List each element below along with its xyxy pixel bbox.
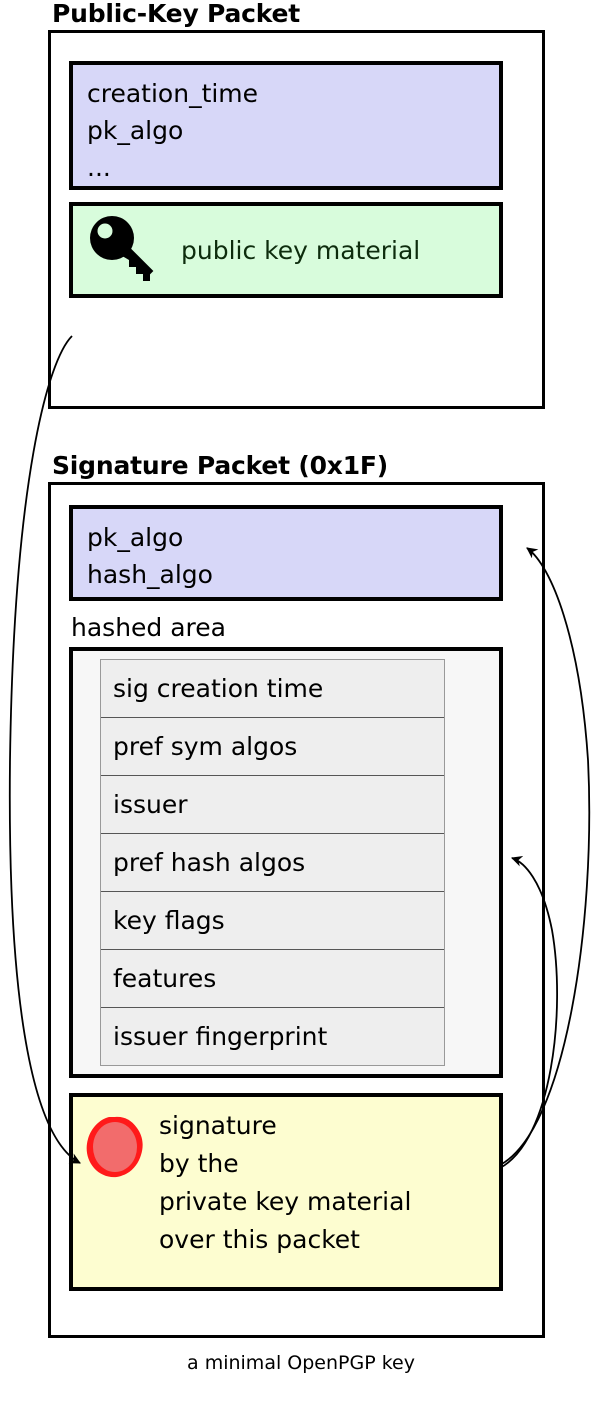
pk-field-creation-time: creation_time (87, 79, 259, 108)
wax-seal-icon (86, 1116, 143, 1178)
subpacket-row: features (101, 950, 444, 1008)
sig-field-pk-algo: pk_algo (87, 523, 184, 552)
pk-field-pk-algo: pk_algo (87, 116, 184, 145)
signature-value-block: signature by the private key material ov… (69, 1093, 503, 1291)
signature-packet-box: pk_algo hash_algo hashed area sig creati… (48, 482, 545, 1338)
public-key-meta-block: creation_time pk_algo ... (69, 61, 503, 190)
pk-field-ellipsis: ... (87, 153, 111, 182)
signature-line: private key material (159, 1187, 412, 1216)
subpacket-row: issuer (101, 776, 444, 834)
subpacket-row: pref hash algos (101, 834, 444, 892)
subpacket-row: pref sym algos (101, 718, 444, 776)
public-key-packet-box: creation_time pk_algo ... public key mat… (48, 30, 545, 409)
public-key-material-block: public key material (69, 202, 503, 298)
hashed-area-box: sig creation time pref sym algos issuer … (69, 647, 503, 1078)
subpacket-row: sig creation time (101, 660, 444, 718)
key-icon (90, 216, 154, 281)
public-key-packet-title: Public-Key Packet (52, 0, 301, 28)
signature-value-text: signature by the private key material ov… (159, 1107, 411, 1259)
public-key-material-label: public key material (181, 235, 421, 265)
subpacket-row: issuer fingerprint (101, 1008, 444, 1066)
subpacket-row: key flags (101, 892, 444, 950)
sig-field-hash-algo: hash_algo (87, 560, 213, 589)
signature-line: over this packet (159, 1225, 360, 1254)
subpacket-list: sig creation time pref sym algos issuer … (100, 659, 445, 1066)
signature-packet-title: Signature Packet (0x1F) (52, 451, 389, 480)
diagram-caption: a minimal OpenPGP key (187, 1352, 415, 1374)
signature-line: by the (159, 1149, 239, 1178)
signature-line: signature (159, 1111, 277, 1140)
hashed-area-label: hashed area (71, 613, 226, 642)
signature-meta-block: pk_algo hash_algo (69, 505, 503, 601)
